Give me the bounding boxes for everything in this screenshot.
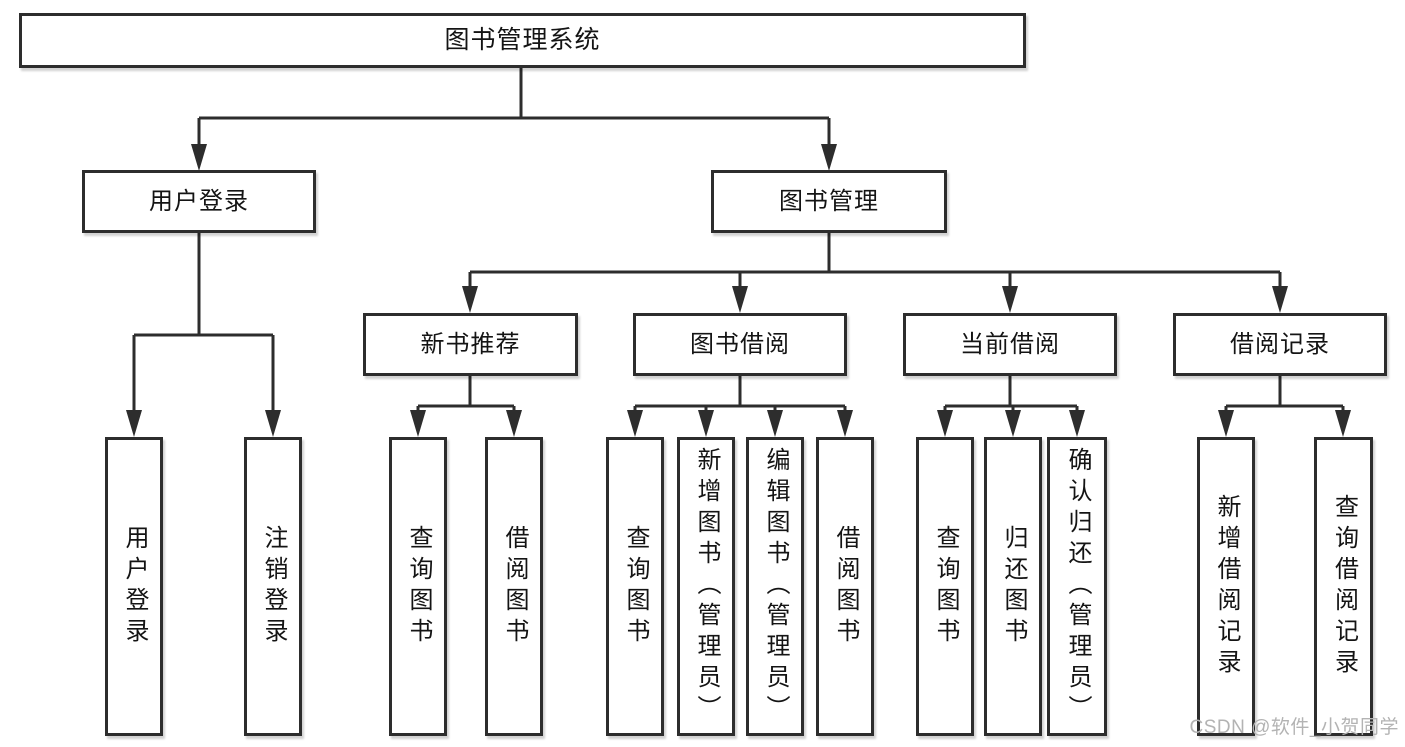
leaf-query-book-current: 查询图书 [916,437,974,736]
leaf-borrow-book-recommend: 借阅图书 [485,437,543,736]
node-library-management-system: 图书管理系统 [19,13,1026,68]
leaf-query-book-recommend: 查询图书 [389,437,447,736]
leaf-add-borrow-record: 新增借阅记录 [1197,437,1255,736]
connector-user-login-to-children [126,233,281,437]
leaf-logout: 注销登录 [244,437,302,736]
leaf-add-book-admin: 新增图书（管理员） [677,437,735,736]
leaf-user-login: 用户登录 [105,437,163,736]
csdn-watermark: CSDN @软件_小贺同学 [1189,717,1399,738]
leaf-return-book: 归还图书 [984,437,1042,736]
node-book-borrow: 图书借阅 [633,313,847,376]
leaf-edit-book-admin: 编辑图书（管理员） [746,437,804,736]
connector-book-borrow-to-children [627,376,853,437]
connector-borrow-record-to-children [1218,376,1351,437]
node-current-borrow: 当前借阅 [903,313,1117,376]
node-user-login: 用户登录 [82,170,316,233]
leaf-confirm-return-admin: 确认归还（管理员） [1047,437,1107,736]
node-borrow-record: 借阅记录 [1173,313,1387,376]
leaf-query-book-borrow: 查询图书 [606,437,664,736]
connector-root-to-level2 [191,68,837,171]
leaf-query-borrow-record: 查询借阅记录 [1314,437,1373,736]
node-book-management: 图书管理 [711,170,947,233]
connector-book-management-to-level3 [462,233,1288,313]
leaf-borrow-book: 借阅图书 [816,437,874,736]
connector-current-borrow-to-children [937,376,1085,437]
node-new-book-recommend: 新书推荐 [363,313,578,376]
connector-new-book-to-children [410,376,522,437]
